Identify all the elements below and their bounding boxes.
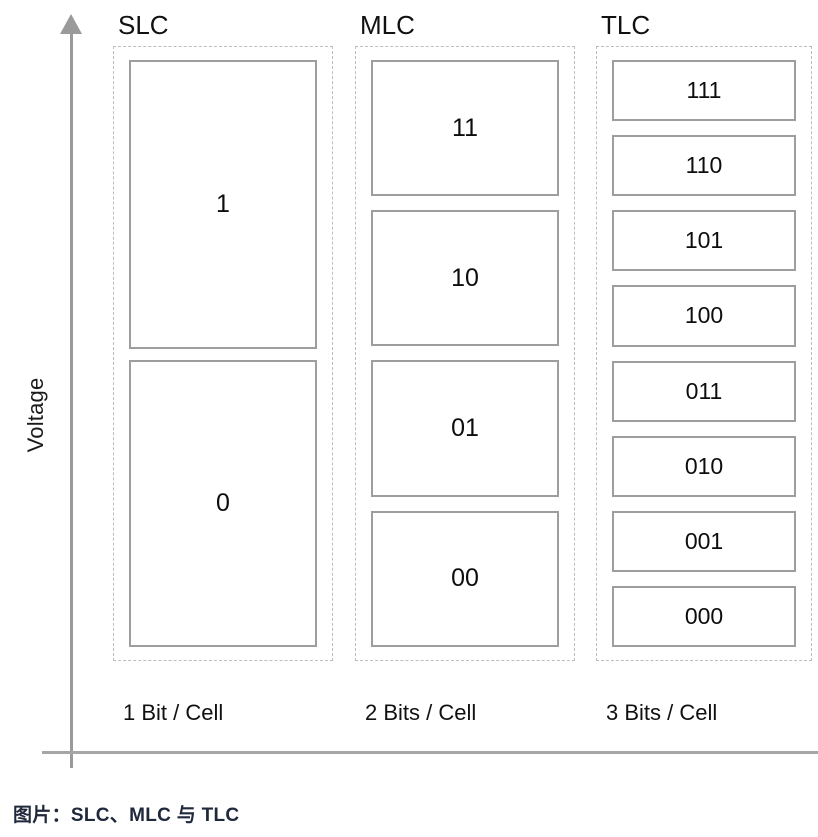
cell-label: 100 bbox=[684, 302, 724, 329]
x-axis-line bbox=[42, 751, 818, 754]
cell-label: 10 bbox=[451, 263, 479, 292]
column-tlc: TLC 111 110 101 100 011 010 001 000 bbox=[596, 12, 812, 661]
column-header-tlc: TLC bbox=[601, 10, 651, 40]
cell-box-mlc-00: 00 bbox=[371, 510, 559, 647]
cell-label: 000 bbox=[684, 602, 724, 629]
cell-group-tlc: 111 110 101 100 011 010 001 000 bbox=[596, 46, 812, 661]
cell-label: 1 bbox=[216, 190, 230, 219]
cell-box-tlc-110: 110 bbox=[612, 135, 796, 197]
cell-label: 00 bbox=[451, 564, 479, 593]
cell-box-mlc-01: 01 bbox=[371, 360, 559, 497]
cell-box-tlc-011: 011 bbox=[612, 360, 796, 422]
cell-box-tlc-000: 000 bbox=[612, 585, 796, 647]
column-mlc: MLC 11 10 01 00 bbox=[355, 12, 575, 661]
footer-labels-row: 1 Bit / Cell 2 Bits / Cell 3 Bits / Cell bbox=[0, 700, 818, 740]
cell-box-tlc-100: 100 bbox=[612, 285, 796, 347]
cell-label: 0 bbox=[216, 489, 230, 518]
column-header-mlc: MLC bbox=[360, 10, 415, 40]
cell-box-tlc-010: 010 bbox=[612, 435, 796, 497]
cell-box-slc-0: 0 bbox=[129, 360, 317, 647]
y-axis-label: Voltage bbox=[23, 377, 48, 453]
cell-label: 101 bbox=[684, 227, 724, 254]
cell-box-tlc-001: 001 bbox=[612, 510, 796, 572]
cell-label: 001 bbox=[684, 527, 724, 554]
footer-label-slc: 1 Bit / Cell bbox=[123, 700, 224, 725]
cell-label: 01 bbox=[451, 413, 479, 442]
footer-label-tlc: 3 Bits / Cell bbox=[606, 700, 718, 725]
y-axis-arrow-icon bbox=[60, 14, 82, 34]
y-axis-line bbox=[70, 28, 73, 768]
cell-box-slc-1: 1 bbox=[129, 60, 317, 350]
cell-box-mlc-11: 11 bbox=[371, 60, 559, 196]
cell-box-tlc-111: 111 bbox=[612, 60, 796, 122]
cell-group-mlc: 11 10 01 00 bbox=[355, 46, 575, 661]
column-header-slc: SLC bbox=[118, 10, 169, 40]
footer-label-mlc: 2 Bits / Cell bbox=[365, 700, 477, 725]
cell-box-tlc-101: 101 bbox=[612, 210, 796, 272]
cell-label: 111 bbox=[686, 77, 722, 104]
cell-label: 110 bbox=[685, 152, 723, 179]
figure-caption: 图片：SLC、MLC 与 TLC bbox=[13, 805, 240, 826]
cell-label: 11 bbox=[452, 113, 478, 142]
cell-label: 010 bbox=[684, 452, 724, 479]
cell-label: 011 bbox=[685, 377, 723, 404]
cell-box-mlc-10: 10 bbox=[371, 210, 559, 346]
